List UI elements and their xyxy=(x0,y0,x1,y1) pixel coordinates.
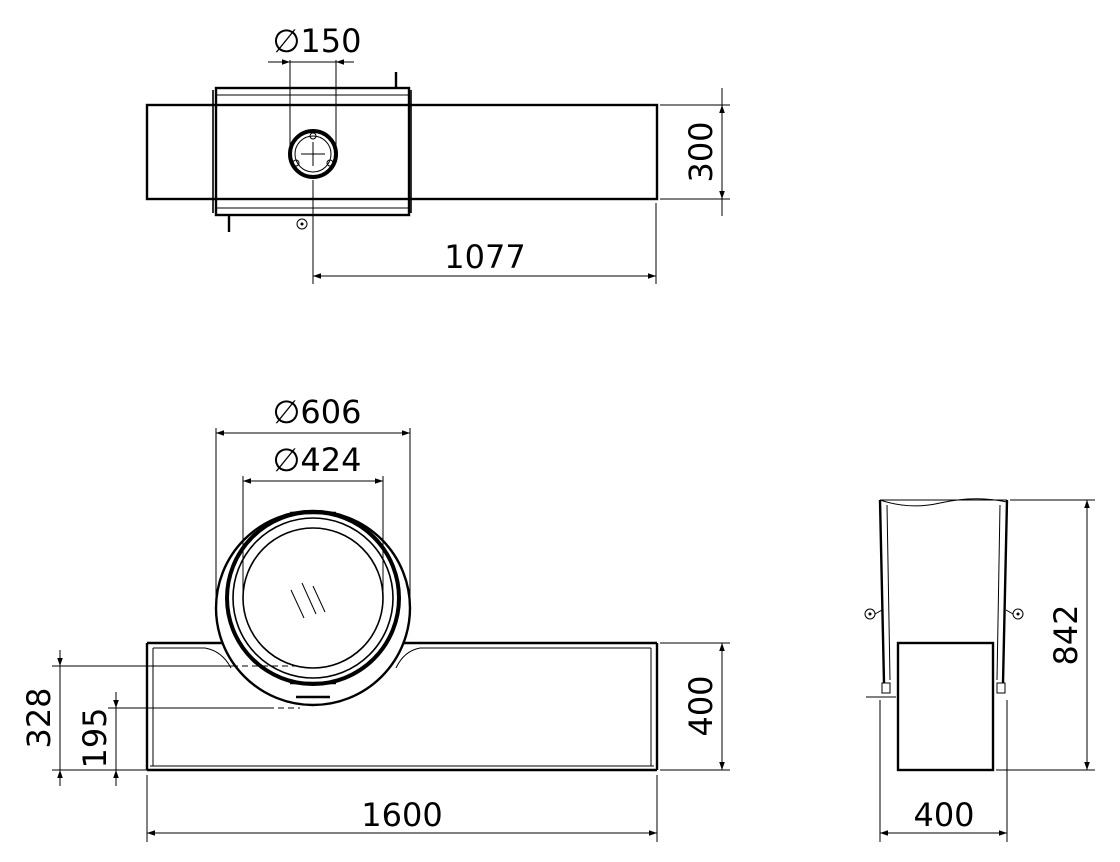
dim-level-high-label: 328 xyxy=(20,687,58,748)
front-view-door xyxy=(214,509,412,707)
dim-side-width: 400 xyxy=(879,700,1008,842)
dim-level-low-label: 195 xyxy=(76,707,114,768)
dim-flue-diameter-label: ∅150 xyxy=(273,22,362,60)
side-view-body xyxy=(864,498,1024,772)
dim-inner-diameter-label: ∅424 xyxy=(273,441,362,479)
top-view: ∅150 300 1077 xyxy=(145,22,730,284)
dim-level-high: 328 xyxy=(20,650,300,786)
flue-outlet xyxy=(288,129,338,179)
dim-inner-diameter: ∅424 xyxy=(242,441,384,598)
dim-side-width-label: 400 xyxy=(913,796,974,834)
dim-top-depth: 300 xyxy=(660,88,730,216)
dim-flue-diameter: ∅150 xyxy=(268,22,361,150)
dim-outer-diameter-label: ∅606 xyxy=(273,393,362,431)
dim-front-height-label: 400 xyxy=(682,675,720,736)
front-view-base xyxy=(145,641,659,772)
front-view: ∅606 ∅424 400 1600 xyxy=(20,393,730,842)
side-view: 842 400 xyxy=(864,498,1095,842)
dim-side-height-label: 842 xyxy=(1047,604,1085,665)
dim-front-width: 1600 xyxy=(146,775,658,842)
dim-side-height: 842 xyxy=(996,499,1095,771)
dim-top-length-label: 1077 xyxy=(444,238,525,276)
dim-level-low: 195 xyxy=(76,692,300,786)
dim-top-depth-label: 300 xyxy=(682,121,720,182)
dim-front-height: 400 xyxy=(660,642,730,771)
dim-top-length: 1077 xyxy=(312,180,657,284)
dim-outer-diameter: ∅606 xyxy=(215,393,411,608)
dim-front-width-label: 1600 xyxy=(361,796,442,834)
top-view-body xyxy=(145,72,659,232)
